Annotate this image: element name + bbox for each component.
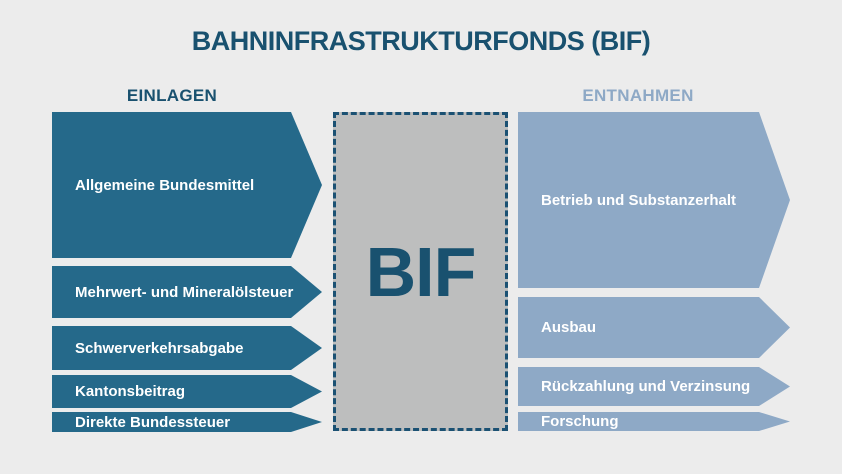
outflows-column: Betrieb und Substanzerhalt Ausbau Rückza… [518, 112, 790, 431]
arrow-label: Rückzahlung und Verzinsung [541, 378, 751, 395]
bif-fund-box: BIF [333, 112, 508, 431]
inflow-arrow-schwerverkehrsabgabe: Schwerverkehrsabgabe [52, 326, 322, 370]
bif-fund-label: BIF [365, 232, 477, 311]
arrow-label: Schwerverkehrsabgabe [75, 339, 244, 357]
inflows-header: EINLAGEN [126, 86, 218, 105]
inflow-arrow-direkte-bundessteuer: Direkte Bundessteuer [52, 412, 322, 432]
inflow-arrow-kantonsbeitrag: Kantonsbeitrag [52, 375, 322, 408]
outflows-header: ENTNAHMEN [582, 86, 694, 105]
arrow-label: Direkte Bundessteuer [75, 413, 231, 431]
diagram-title: BAHNINFRASTRUKTURFONDS (BIF) [191, 26, 651, 56]
arrow-label: Forschung [541, 413, 619, 430]
outflow-arrow-betrieb-substanzerhalt: Betrieb und Substanzerhalt [518, 112, 790, 288]
outflow-arrow-ausbau: Ausbau [518, 297, 790, 358]
outflow-arrow-rueckzahlung-verzinsung: Rückzahlung und Verzinsung [518, 367, 790, 406]
arrow-label: Mehrwert- und Mineralölsteuer [75, 283, 294, 301]
inflows-column: Allgemeine Bundesmittel Mehrwert- und Mi… [52, 112, 322, 432]
inflow-arrow-allgemeine-bundesmittel: Allgemeine Bundesmittel [52, 112, 322, 258]
outflow-arrow-forschung: Forschung [518, 412, 790, 431]
arrow-label: Ausbau [541, 319, 597, 336]
arrow-label: Betrieb und Substanzerhalt [541, 191, 737, 209]
arrow-label: Allgemeine Bundesmittel [75, 176, 255, 194]
arrow-label: Kantonsbeitrag [75, 383, 186, 400]
inflow-arrow-mehrwert-mineraloelsteuer: Mehrwert- und Mineralölsteuer [52, 266, 322, 318]
